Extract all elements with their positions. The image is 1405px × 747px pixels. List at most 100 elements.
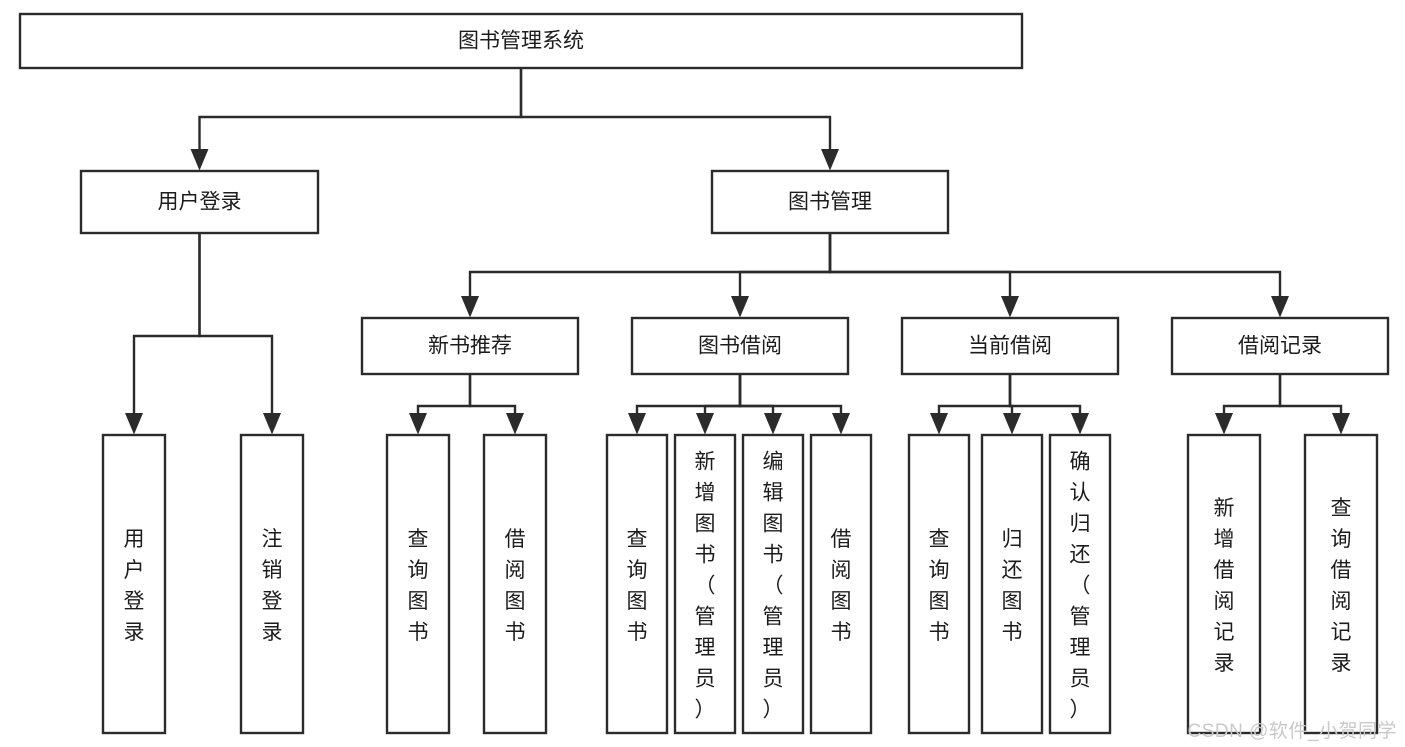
node-label: 注销登录 <box>262 528 283 644</box>
node-box[interactable] <box>710 169 950 235</box>
connector-line <box>635 374 742 422</box>
node-box[interactable] <box>482 433 548 735</box>
node-box[interactable] <box>605 433 669 735</box>
node-label: 查询图书 <box>408 528 429 644</box>
node-leaf-edit-book[interactable]: 编辑图书（管理员） <box>741 433 805 735</box>
node-label: 当前借阅 <box>968 335 1052 358</box>
connector-new-book-rec-to-leaf-borrow-book-1 <box>468 374 524 435</box>
arrow-head-icon <box>1332 413 1350 435</box>
node-box[interactable] <box>980 433 1044 735</box>
node-leaf-borrow-book-1[interactable]: 借阅图书 <box>482 433 548 735</box>
node-leaf-borrow-book-2[interactable]: 借阅图书 <box>809 433 873 735</box>
connector-line <box>198 233 274 422</box>
connector-book-manage-to-new-book-rec <box>461 233 832 318</box>
connector-book-borrow-to-leaf-query-book-2 <box>628 374 742 435</box>
arrow-head-icon <box>832 413 850 435</box>
connector-current-borrow-to-leaf-return-book <box>1003 374 1021 435</box>
node-leaf-user-login[interactable]: 用户登录 <box>101 433 167 735</box>
node-label: 用户登录 <box>158 191 242 214</box>
node-box[interactable] <box>239 433 305 735</box>
node-root[interactable]: 图书管理系统 <box>18 12 1024 70</box>
node-label: 借阅图书 <box>831 528 852 644</box>
node-box[interactable] <box>630 316 850 376</box>
arrow-head-icon <box>190 149 209 171</box>
connector-borrow-record-to-leaf-add-record <box>1215 374 1282 435</box>
connector-line <box>1278 374 1343 422</box>
node-label: 新书推荐 <box>428 335 512 358</box>
node-leaf-confirm-return[interactable]: 确认归还（管理员） <box>1048 433 1112 735</box>
node-box[interactable] <box>673 433 737 735</box>
node-label: 图书管理系统 <box>458 30 584 53</box>
node-box[interactable] <box>18 12 1024 70</box>
node-label: 新增图书（管理员） <box>695 451 716 722</box>
node-box[interactable] <box>79 169 320 235</box>
connector-current-borrow-to-leaf-confirm-return <box>1008 374 1089 435</box>
node-label: 图书借阅 <box>698 335 782 358</box>
connector-line <box>738 374 843 422</box>
node-box[interactable] <box>1048 433 1112 735</box>
connector-book-manage-to-current-borrow <box>828 233 1019 318</box>
connectors-layer <box>125 68 1350 435</box>
node-box[interactable] <box>101 433 167 735</box>
arrow-head-icon <box>821 149 839 171</box>
node-label: 查询图书 <box>627 528 648 644</box>
node-box[interactable] <box>1170 316 1390 376</box>
connector-root-to-book-manage <box>519 68 839 171</box>
node-label: 查询图书 <box>929 528 950 644</box>
arrow-head-icon <box>1003 413 1021 435</box>
node-label: 用户登录 <box>124 528 145 644</box>
node-label: 归还图书 <box>1002 528 1023 644</box>
nodes-layer: 图书管理系统用户登录图书管理新书推荐图书借阅当前借阅借阅记录用户登录注销登录查询… <box>18 12 1390 735</box>
node-user-login[interactable]: 用户登录 <box>79 169 320 235</box>
node-leaf-return-book[interactable]: 归还图书 <box>980 433 1044 735</box>
arrow-head-icon <box>1271 296 1289 318</box>
connector-book-borrow-to-leaf-edit-book <box>738 374 782 435</box>
arrow-head-icon <box>1001 296 1019 318</box>
node-label: 借阅图书 <box>505 528 526 644</box>
connector-user-login-to-leaf-user-login <box>125 233 201 435</box>
node-book-borrow[interactable]: 图书借阅 <box>630 316 850 376</box>
node-box[interactable] <box>741 433 805 735</box>
connector-book-manage-to-book-borrow <box>731 233 832 318</box>
node-leaf-user-logout[interactable]: 注销登录 <box>239 433 305 735</box>
arrow-head-icon <box>263 413 281 435</box>
node-new-book-rec[interactable]: 新书推荐 <box>360 316 580 376</box>
connector-line <box>132 233 201 422</box>
arrow-head-icon <box>1215 413 1233 435</box>
node-box[interactable] <box>1186 433 1262 735</box>
connector-line <box>198 68 523 158</box>
connector-borrow-record-to-leaf-query-record <box>1278 374 1350 435</box>
node-leaf-add-book[interactable]: 新增图书（管理员） <box>673 433 737 735</box>
node-book-manage[interactable]: 图书管理 <box>710 169 950 235</box>
arrow-head-icon <box>731 296 749 318</box>
connector-root-to-user-login <box>190 68 523 171</box>
arrow-head-icon <box>409 413 427 435</box>
node-current-borrow[interactable]: 当前借阅 <box>900 316 1120 376</box>
node-leaf-query-record[interactable]: 查询借阅记录 <box>1303 433 1379 735</box>
arrow-head-icon <box>628 413 646 435</box>
node-label: 新增借阅记录 <box>1214 497 1235 675</box>
connector-line <box>1008 374 1082 422</box>
node-label: 查询借阅记录 <box>1331 497 1352 675</box>
node-box[interactable] <box>809 433 873 735</box>
node-box[interactable] <box>385 433 451 735</box>
connector-line <box>828 233 1282 305</box>
node-box[interactable] <box>907 433 971 735</box>
connector-new-book-rec-to-leaf-query-book-1 <box>409 374 472 435</box>
arrow-head-icon <box>125 413 143 435</box>
node-box[interactable] <box>360 316 580 376</box>
connector-line <box>1222 374 1282 422</box>
connector-book-manage-to-borrow-record <box>828 233 1289 318</box>
node-leaf-add-record[interactable]: 新增借阅记录 <box>1186 433 1262 735</box>
node-box[interactable] <box>900 316 1120 376</box>
node-leaf-query-book-3[interactable]: 查询图书 <box>907 433 971 735</box>
node-leaf-query-book-1[interactable]: 查询图书 <box>385 433 451 735</box>
node-box[interactable] <box>1303 433 1379 735</box>
node-leaf-query-book-2[interactable]: 查询图书 <box>605 433 669 735</box>
arrow-head-icon <box>1071 413 1089 435</box>
arrow-head-icon <box>506 413 524 435</box>
connector-line <box>468 233 832 305</box>
node-borrow-record[interactable]: 借阅记录 <box>1170 316 1390 376</box>
